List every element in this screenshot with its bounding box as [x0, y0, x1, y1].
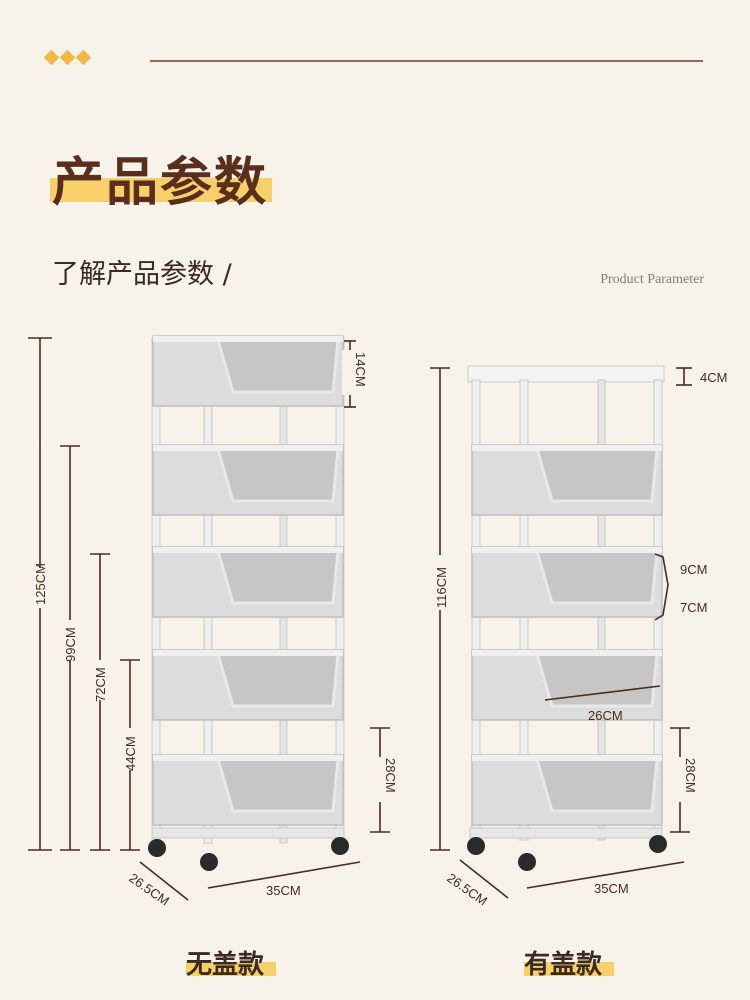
dim-14: 14CM: [353, 352, 368, 387]
page-subtitle: 了解产品参数 /: [52, 259, 232, 290]
left-rack: [148, 334, 349, 871]
dim-depth-right: 26.5CM: [444, 870, 490, 908]
caption-highlight-left: [186, 962, 276, 976]
dim-72: 72CM: [93, 667, 108, 702]
dim-4: 4CM: [700, 370, 727, 385]
header-divider: [150, 60, 703, 62]
dim-28-right: 28CM: [683, 758, 698, 793]
caption-left: 无盖款: [186, 950, 265, 980]
dim-116: 116CM: [434, 567, 449, 608]
dim-width-right: 35CM: [594, 881, 629, 896]
caption-highlight-right: [524, 962, 614, 976]
dim-width-left: 35CM: [266, 883, 301, 898]
dim-7: 7CM: [680, 600, 707, 615]
right-rack: [467, 365, 667, 871]
dim-125: 125CM: [33, 563, 48, 605]
dim-9: 9CM: [680, 562, 707, 577]
dim-44: 44CM: [123, 736, 138, 771]
english-label: Product Parameter: [600, 272, 704, 287]
dim-26: 26CM: [588, 708, 623, 723]
title-highlight: [50, 178, 272, 202]
caption-right: 有盖款: [524, 950, 603, 980]
dim-28-left: 28CM: [383, 758, 398, 793]
dim-depth-left: 26.5CM: [126, 870, 172, 908]
page-title: 产品参数: [52, 153, 269, 213]
dim-99: 99CM: [63, 627, 78, 662]
